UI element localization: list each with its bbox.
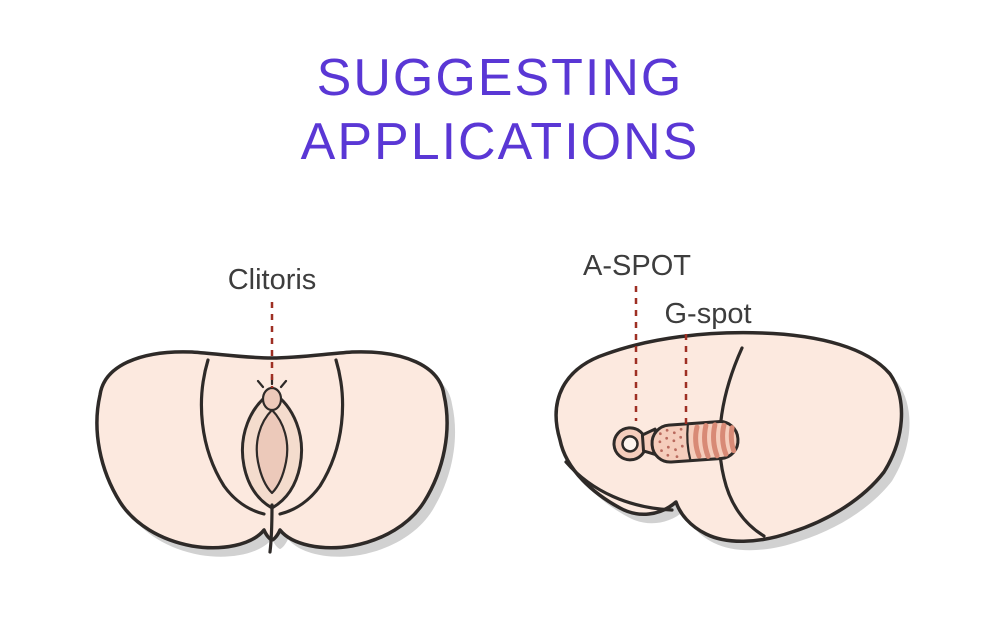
bottom-cleft-line — [268, 503, 274, 554]
inner-almond-shape — [255, 408, 289, 495]
page-title: SUGGESTING APPLICATIONS — [0, 46, 1000, 174]
device-band-line — [686, 423, 692, 461]
title-line-2: APPLICATIONS — [300, 113, 700, 171]
insertable-device — [612, 420, 740, 464]
thigh-fold-line — [718, 346, 766, 538]
g-spot-label: G-spot — [664, 298, 752, 330]
clitoris-glans — [261, 386, 283, 412]
device-pull-ring-hole — [621, 435, 639, 453]
internal-view-illustration — [554, 330, 910, 551]
clitoris-label: Clitoris — [227, 264, 317, 296]
external-view-illustration — [95, 350, 456, 557]
left-outer-fold-left — [199, 358, 266, 516]
left-outer-fold-right — [278, 358, 345, 516]
a-spot-label: A-SPOT — [583, 250, 691, 282]
device-texture-dots — [658, 427, 684, 458]
title-line-1: SUGGESTING — [316, 49, 684, 107]
device-ribs — [693, 422, 737, 459]
lower-crease-line — [564, 460, 674, 512]
